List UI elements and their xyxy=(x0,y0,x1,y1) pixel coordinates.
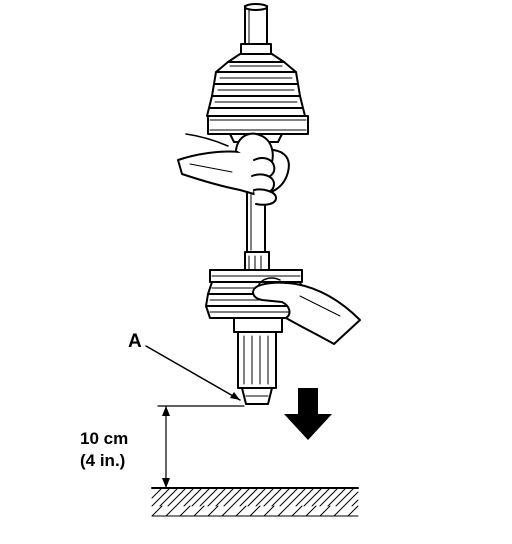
ground-surface xyxy=(151,487,359,517)
part-a-label: A xyxy=(128,331,142,352)
upper-boot xyxy=(206,53,309,143)
upper-hand xyxy=(177,132,290,206)
shaft-top-end xyxy=(240,3,272,55)
down-arrow-icon xyxy=(284,388,332,440)
drop-distance-imperial-label: (4 in.) xyxy=(80,451,126,470)
joint-stub xyxy=(237,331,277,405)
leader-line-a xyxy=(145,345,241,401)
lower-hand xyxy=(252,277,361,345)
drop-distance-metric-label: 10 cm xyxy=(80,429,129,448)
dimension-line xyxy=(157,405,245,489)
